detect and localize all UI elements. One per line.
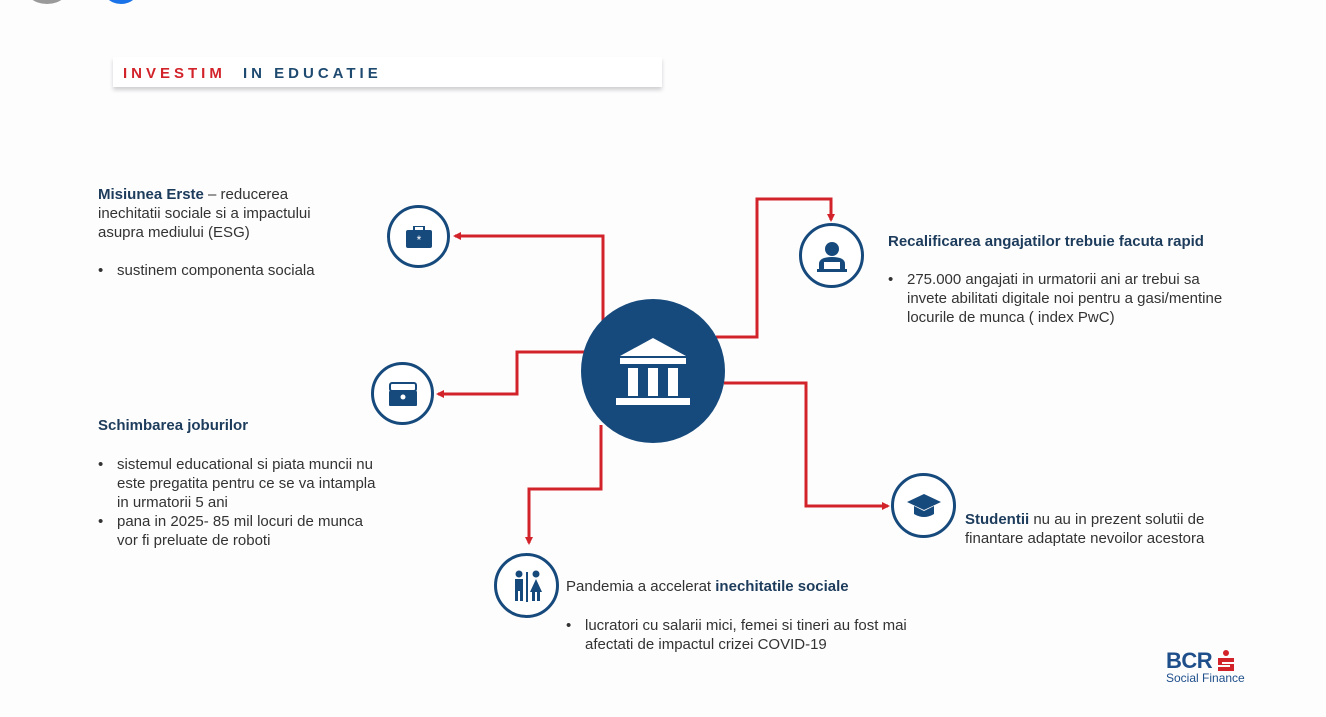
students-heading: Studentii — [965, 511, 1030, 528]
connector-jobs — [436, 350, 585, 398]
pandemic-text: Pandemia a accelerat — [566, 578, 716, 595]
medical-briefcase-icon: * — [387, 205, 450, 268]
center-bank-circle — [581, 299, 725, 443]
connector-students — [724, 381, 890, 510]
reskilling-bullet: 275.000 angajati in urmatorii ani ar tre… — [888, 270, 1243, 327]
students-text: nu au in prezent solutii de finantare ad… — [965, 511, 1205, 547]
mission-line: inechitatii sociale si a impactului — [98, 205, 311, 222]
block-students: Studentii nu au in prezent solutii de fi… — [965, 510, 1255, 548]
erste-s-icon — [1218, 650, 1235, 671]
toolbox-icon — [371, 362, 434, 425]
block-jobs: Schimbarea joburilor sistemul educationa… — [98, 416, 383, 550]
jobs-heading: Schimbarea joburilor — [98, 417, 249, 434]
connector-pandemic — [525, 425, 603, 545]
jobs-bullet: pana in 2025- 85 mil locuri de munca vor… — [98, 512, 383, 550]
mission-text: – reducerea — [203, 186, 289, 203]
graduation-cap-icon — [891, 473, 956, 538]
pandemic-heading: inechitatile sociale — [715, 578, 849, 595]
title-rest: IN EDUCATIE — [243, 65, 382, 82]
jobs-bullet: sistemul educational si piata muncii nu … — [98, 455, 383, 512]
bcr-logo: BCR Social Finance — [1166, 648, 1245, 685]
worker-laptop-icon — [799, 223, 864, 288]
block-pandemic: Pandemia a accelerat inechitatile social… — [566, 577, 936, 654]
reskilling-heading: Recalificarea angajatilor trebuie facuta… — [888, 233, 1204, 250]
logo-subtitle: Social Finance — [1166, 671, 1245, 685]
title-highlight: INVESTIM — [123, 65, 226, 82]
mission-line: asupra mediului (ESG) — [98, 224, 250, 241]
connector-mission — [453, 232, 605, 325]
mission-heading: Misiunea Erste — [98, 186, 204, 203]
logo-brand: BCR — [1166, 648, 1213, 673]
pandemic-bullet: lucratori cu salarii mici, femei si tine… — [566, 616, 926, 654]
connector-reskilling — [716, 197, 835, 339]
slide-title: INVESTIM IN EDUCATIE — [113, 57, 662, 87]
block-reskilling: Recalificarea angajatilor trebuie facuta… — [888, 232, 1258, 327]
mission-bullet: sustinem componenta sociala — [98, 261, 368, 280]
people-icon — [494, 553, 559, 618]
bank-icon — [616, 338, 690, 405]
svg-text:*: * — [416, 233, 421, 247]
block-mission: Misiunea Erste – reducerea inechitatii s… — [98, 185, 368, 280]
partial-grey-circle — [22, 0, 72, 4]
